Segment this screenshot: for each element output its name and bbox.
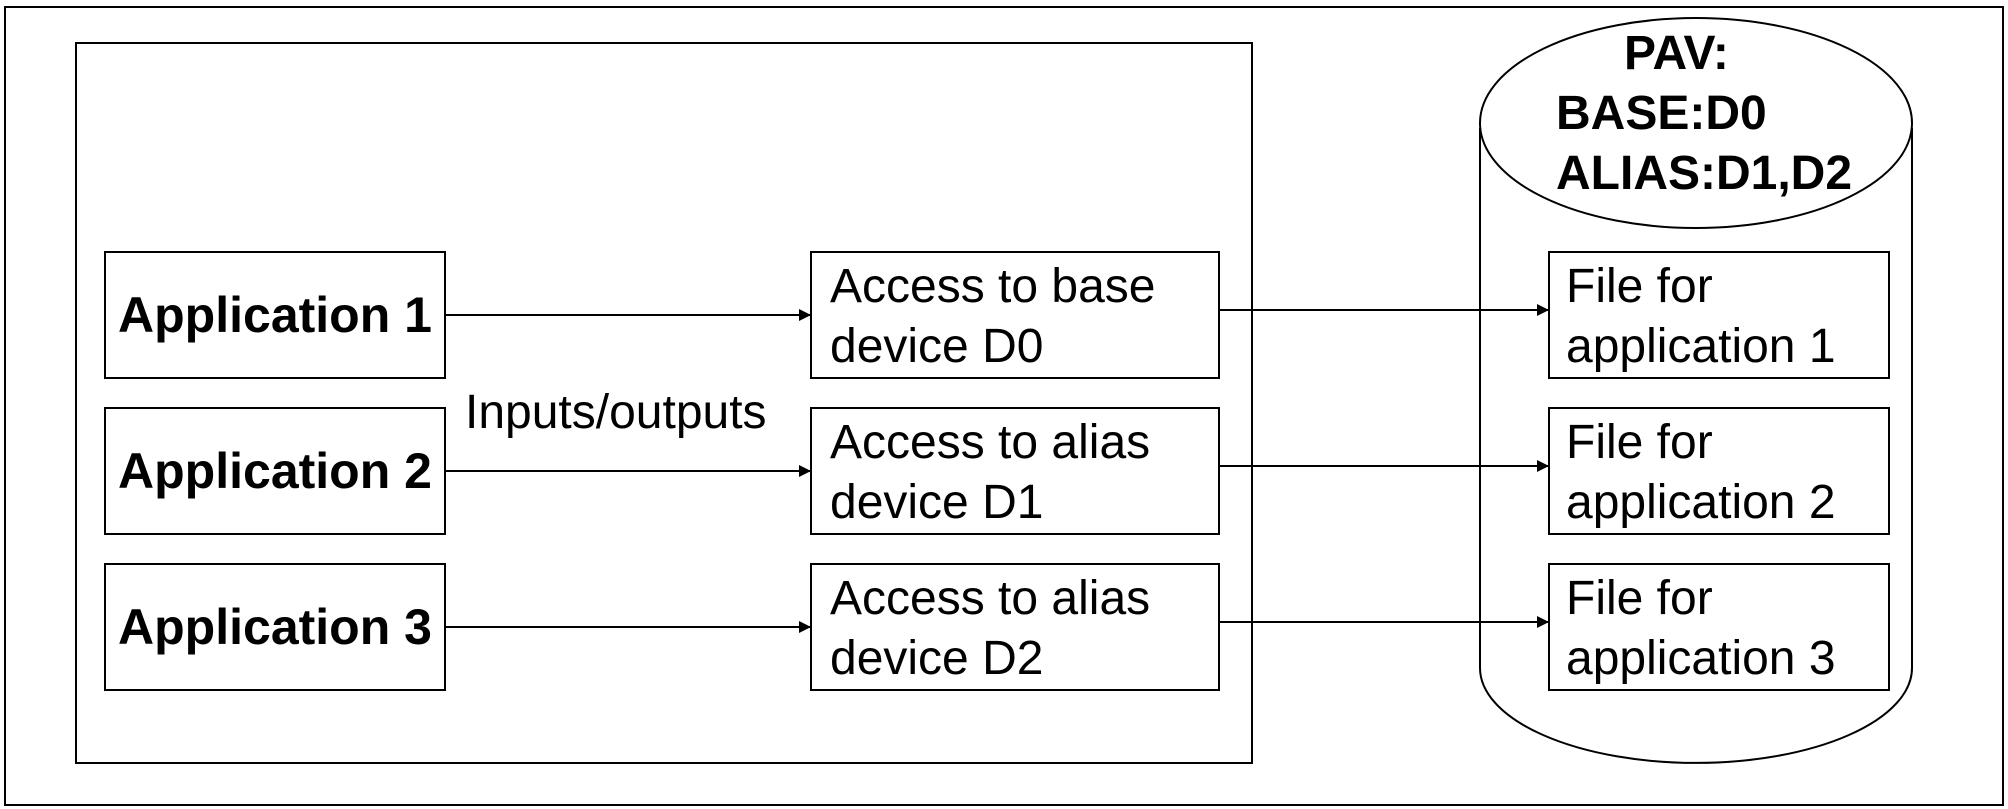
application-1-box: Application 1 [104, 251, 446, 379]
application-3-label: Application 3 [118, 599, 432, 655]
file-app3-line2: application 3 [1566, 632, 1836, 685]
file-app1-box: File for application 1 [1548, 251, 1890, 379]
application-1-label: Application 1 [118, 287, 432, 343]
device-d0-line2: device D0 [830, 320, 1044, 373]
inputs-outputs-label: Inputs/outputs [465, 386, 767, 439]
device-d2-box: Access to alias device D2 [810, 563, 1220, 691]
file-app1-line1: File for [1566, 260, 1713, 313]
application-2-box: Application 2 [104, 407, 446, 535]
pav-base: BASE:D0 [1556, 87, 1767, 140]
device-d2-line1: Access to alias [830, 572, 1151, 625]
file-app2-line1: File for [1566, 416, 1713, 469]
application-3-box: Application 3 [104, 563, 446, 691]
device-d1-box: Access to alias device D1 [810, 407, 1220, 535]
device-d0-line1: Access to base [830, 260, 1156, 313]
device-d1-line1: Access to alias [830, 416, 1151, 469]
device-d1-line2: device D1 [830, 476, 1044, 529]
device-d2-line2: device D2 [830, 632, 1044, 685]
file-app3-line1: File for [1566, 572, 1713, 625]
storage-cylinder [1479, 17, 1913, 764]
outer-frame [4, 6, 2004, 806]
pav-alias: ALIAS:D1,D2 [1556, 147, 1853, 200]
file-app1-line2: application 1 [1566, 320, 1836, 373]
host-system-frame [75, 42, 1253, 764]
pav-title: PAV: [1624, 27, 1729, 80]
file-app2-box: File for application 2 [1548, 407, 1890, 535]
application-2-label: Application 2 [118, 443, 432, 499]
file-app2-line2: application 2 [1566, 476, 1836, 529]
file-app3-box: File for application 3 [1548, 563, 1890, 691]
device-d0-box: Access to base device D0 [810, 251, 1220, 379]
